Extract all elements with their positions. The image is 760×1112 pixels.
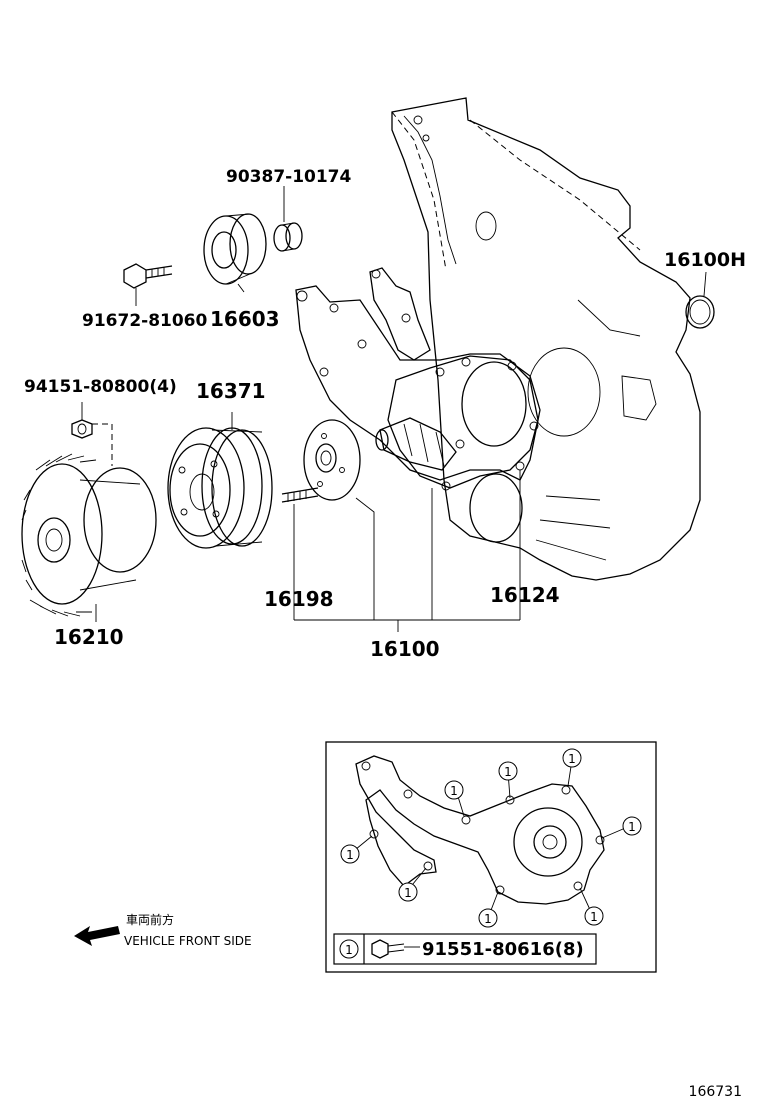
- o-ring: [685, 271, 715, 329]
- label-16371: 16371: [196, 379, 266, 403]
- svg-text:1: 1: [590, 910, 598, 924]
- timing-cover: [391, 97, 701, 581]
- label-16100h: 16100H: [664, 249, 746, 271]
- svg-text:1: 1: [346, 848, 354, 862]
- label-91672: 91672-81060: [82, 311, 208, 331]
- svg-text:1: 1: [450, 784, 458, 798]
- arrow-left-icon: [74, 926, 120, 946]
- label-16210: 16210: [54, 625, 124, 649]
- svg-text:1: 1: [484, 912, 492, 926]
- collar: [273, 186, 303, 252]
- direction-label-en: VEHICLE FRONT SIDE: [124, 934, 252, 948]
- diagram-id: 166731: [689, 1084, 742, 1100]
- inset-detail: 1 1 1 1 1 1 1 1: [325, 741, 657, 973]
- svg-text:1: 1: [345, 943, 353, 957]
- bolt-icon: [371, 939, 405, 959]
- label-16124: 16124: [490, 583, 560, 607]
- idler-bolt: [123, 263, 173, 306]
- label-16198: 16198: [264, 587, 334, 611]
- stud-bolt: [281, 487, 319, 503]
- svg-text:1: 1: [568, 752, 576, 766]
- label-90387: 90387-10174: [226, 167, 352, 187]
- legend-marker: 1: [339, 939, 359, 959]
- inset-marker: 1: [498, 761, 518, 781]
- inset-marker: 1: [622, 816, 642, 836]
- idler-pulley: [203, 213, 267, 285]
- inset-marker: 1: [562, 748, 582, 768]
- label-16603: 16603: [210, 307, 280, 331]
- fan-pulley: [167, 427, 273, 549]
- inset-marker: 1: [398, 882, 418, 902]
- svg-text:1: 1: [628, 820, 636, 834]
- fan-nut: [71, 402, 113, 466]
- svg-text:1: 1: [504, 765, 512, 779]
- direction-label-jp: 車両前方: [126, 912, 174, 927]
- label-94151: 94151-80800(4): [24, 377, 177, 397]
- svg-text:1: 1: [404, 886, 412, 900]
- inset-marker: 1: [584, 906, 604, 926]
- inset-marker: 1: [444, 780, 464, 800]
- leader-lines: [231, 283, 521, 632]
- inset-marker: 1: [340, 844, 360, 864]
- vehicle-front-indicator: 車両前方 VEHICLE FRONT SIDE: [74, 912, 252, 948]
- pump-hub: [303, 419, 361, 501]
- inset-marker: 1: [478, 908, 498, 928]
- legend-part-number: 91551-80616(8): [422, 939, 584, 960]
- label-16100: 16100: [370, 637, 440, 661]
- water-pump-gasket: [295, 267, 541, 481]
- fan-clutch: [21, 453, 157, 622]
- water-pump: [375, 355, 539, 543]
